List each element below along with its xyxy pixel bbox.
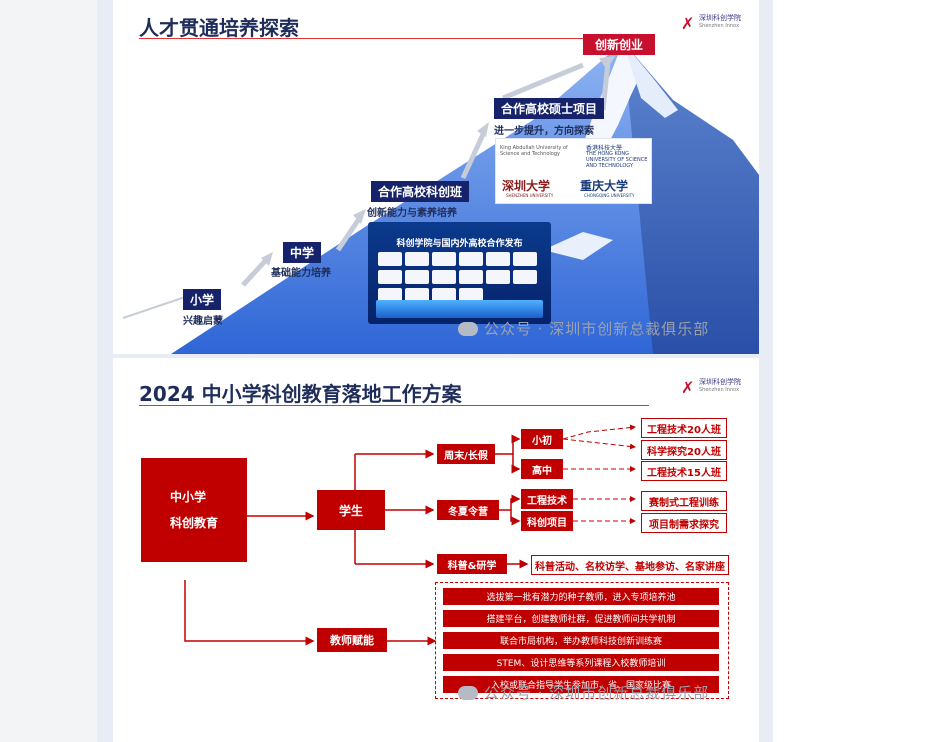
logo-mark-icon: ✗ [681,14,695,33]
cqu-logo-en: CHONGQING UNIVERSITY [584,193,635,198]
cooperation-announcement-image: 科创学院与国内外高校合作发布 [368,222,551,324]
partner-university-logos: King Abdullah University of Science and … [495,138,652,204]
sci-project-node: 科创项目 [521,511,573,531]
flow-connectors [184,424,636,646]
cqu-logo: 重庆大学 [580,179,629,193]
wechat-watermark: 公众号 · 深圳市创新总裁俱乐部 [458,682,709,703]
student-node: 学生 [317,490,385,530]
logo-sub: Shenzhen Innoх [699,23,740,29]
teacher-item-5: 入校或联合指导学生参加市、省、国家级比赛 [443,676,719,693]
stage-primary-sub: 兴趣启蒙 [183,316,223,327]
stage-secondary-sub: 基础能力培养 [271,268,331,279]
kaust-logo: King Abdullah University of Science and … [500,145,568,157]
teacher-item-3: 联合市局机构，举办教师科技创新训练赛 [443,632,719,649]
title-underline [139,38,649,39]
teacher-program-group [435,582,729,699]
logo-sub: Shenzhen Innoх [699,387,740,393]
teacher-item-1: 选拔第一批有潜力的种子教师，进入专项培养池 [443,588,719,605]
popsci-node: 科普&研学 [437,554,507,574]
announcement-logo-grid [378,252,537,302]
root-k12-node: 中小学 科创教育 [141,458,247,562]
primary-middle-node: 小初 [521,429,563,449]
logo-name: 深圳科创学院 [699,378,741,386]
stage-masters-box: 合作高校硕士项目 [494,98,605,119]
slide-title: 2024 中小学科创教育落地工作方案 [139,382,462,406]
logo-mark-icon: ✗ [681,378,695,397]
stage-university-class-sub: 创新能力与素养培养 [367,208,457,219]
watermark-text: 公众号 · 深圳市创新总裁俱乐部 [484,320,710,338]
competition-training: 赛制式工程训练 [641,491,727,511]
hkust-logo-cn: 香港科技大學 [586,145,623,152]
wechat-icon [458,322,478,336]
szu-logo-en: SHENZHEN UNIVERSITY [506,193,554,198]
class-eng-20: 工程技术20人班 [641,418,727,438]
announcement-stage [376,300,543,318]
institute-logo: ✗ 深圳科创学院 Shenzhen Innoх [681,376,741,398]
title-underline [139,405,649,406]
stage-university-class-box: 合作高校科创班 [371,181,470,202]
teacher-node: 教师赋能 [317,628,387,652]
peak-innovation-box: 创新创业 [583,34,656,55]
wechat-icon [458,686,478,700]
slide-title: 人才贯通培养探索 [139,16,299,40]
watermark-text: 公众号 · 深圳市创新总裁俱乐部 [484,684,710,702]
high-school-node: 高中 [521,459,563,479]
stage-masters-sub: 进一步提升，方向探索 [494,126,594,137]
stage-primary-box: 小学 [183,289,222,310]
right-margin [773,0,949,742]
institute-logo: ✗ 深圳科创学院 Shenzhen Innoх [681,12,741,34]
logo-name: 深圳科创学院 [699,14,741,22]
szu-logo: 深圳大学 [502,179,551,193]
project-inquiry: 项目制需求探究 [641,513,727,533]
teacher-item-2: 搭建平台，创建教师社群，促进教师间共学机制 [443,610,719,627]
hkust-logo-en: THE HONG KONG UNIVERSITY OF SCIENCE AND … [586,151,648,169]
class-sci-20: 科学探究20人班 [641,440,727,460]
class-eng-15: 工程技术15人班 [641,461,727,481]
announcement-caption: 科创学院与国内外高校合作发布 [396,239,523,249]
eng-tech-node: 工程技术 [521,489,573,509]
weekend-node: 周末/长假 [437,444,495,464]
education-plan-slide: 2024 中小学科创教育落地工作方案 ✗ 深圳科创学院 Shenzhen Inn… [113,358,759,742]
popsci-activities: 科普活动、名校访学、基地参访、名家讲座 [531,555,729,575]
stage-secondary-box: 中学 [283,242,322,263]
teacher-item-4: STEM、设计思维等系列课程入校教师培训 [443,654,719,671]
wechat-watermark: 公众号 · 深圳市创新总裁俱乐部 [458,318,709,339]
talent-pathway-slide: 人才贯通培养探索 ✗ 深圳科创学院 Shenzhen Innoх [113,0,759,354]
camp-node: 冬夏令营 [437,500,499,520]
